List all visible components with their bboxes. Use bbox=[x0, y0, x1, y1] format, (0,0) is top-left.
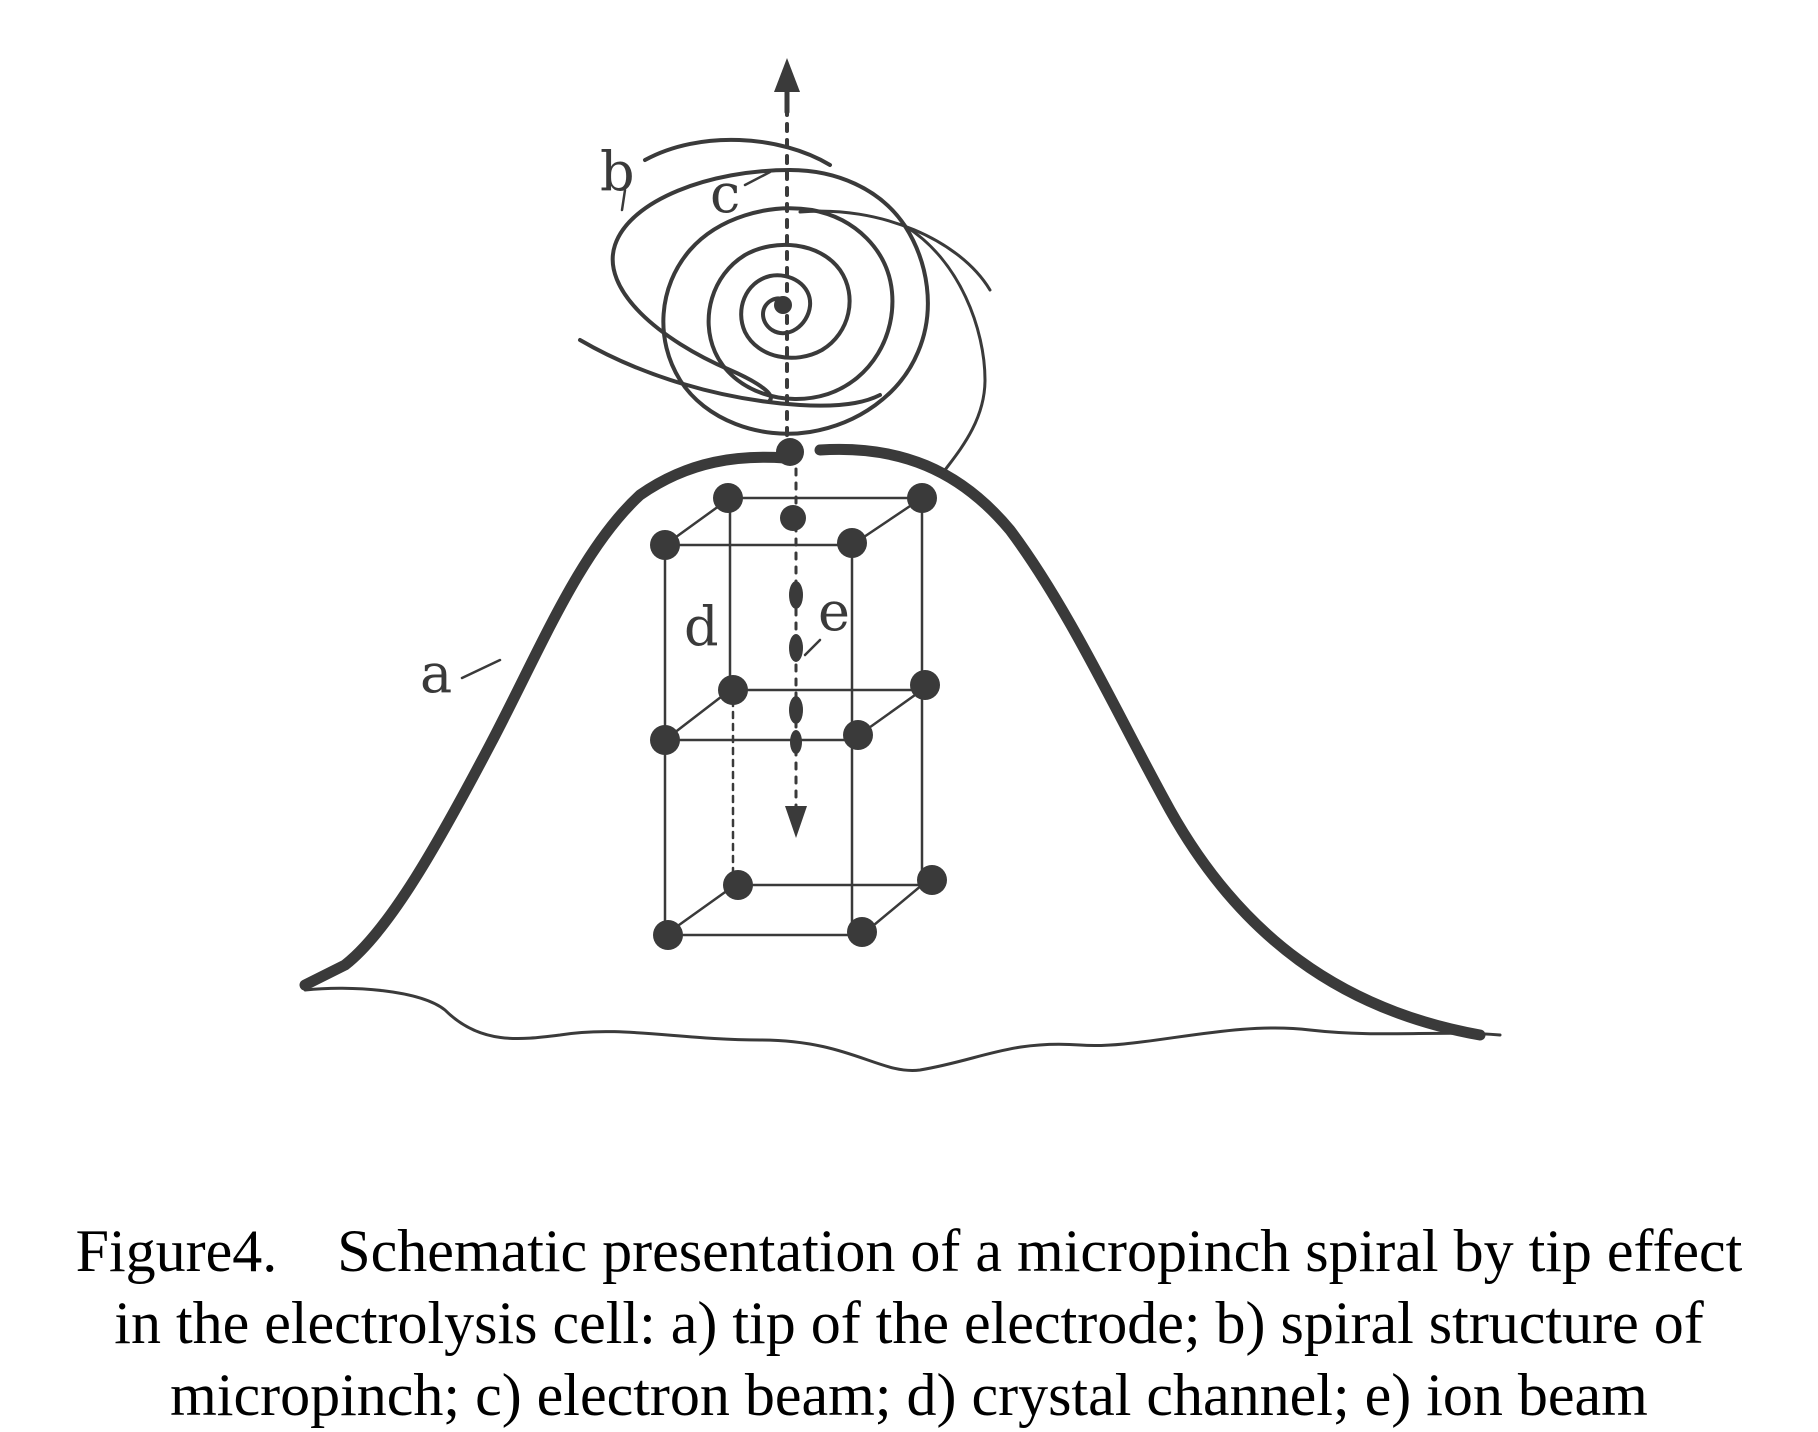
label-c-leader bbox=[743, 170, 772, 187]
crystal-channel-lattice bbox=[663, 496, 924, 937]
lattice-atom bbox=[837, 528, 867, 558]
caption-line-3: micropinch; c) electron beam; d) crystal… bbox=[170, 1362, 1648, 1428]
label-a: a bbox=[420, 642, 452, 705]
ion-particle bbox=[789, 581, 803, 609]
caption-line-1: Figure4. Schematic presentation of a mic… bbox=[75, 1218, 1743, 1284]
lattice-atom bbox=[843, 720, 873, 750]
lattice-atom bbox=[713, 483, 743, 513]
diagram-canvas: a b c d e bbox=[299, 58, 1502, 1072]
electrode-tip-outline bbox=[299, 451, 791, 991]
ion-particle bbox=[789, 696, 803, 724]
lattice-atom bbox=[917, 865, 947, 895]
label-d: d bbox=[684, 595, 719, 658]
lattice-atom bbox=[723, 870, 753, 900]
electrode-base-line bbox=[303, 986, 1502, 1072]
ion-particle bbox=[789, 634, 803, 662]
lattice-atom bbox=[847, 917, 877, 947]
caption-line-2: in the electrolysis cell: a) tip of the … bbox=[114, 1290, 1704, 1356]
spiral-right-arm bbox=[798, 209, 992, 292]
spiral-left-arm bbox=[578, 338, 882, 408]
lattice-atom bbox=[910, 670, 940, 700]
lattice-atom bbox=[650, 530, 680, 560]
micropinch-spiral bbox=[661, 168, 930, 436]
lattice-atom bbox=[653, 920, 683, 950]
lattice-atom bbox=[650, 725, 680, 755]
lattice-atom bbox=[718, 675, 748, 705]
label-b-leader bbox=[620, 188, 627, 212]
tip-atom bbox=[776, 438, 804, 466]
spiral-descending-arm bbox=[903, 224, 987, 472]
figure-caption: Figure4. Schematic presentation of a mic… bbox=[30, 1215, 1788, 1431]
label-c: c bbox=[710, 162, 740, 225]
spiral-top-arm bbox=[643, 137, 832, 167]
ion-particle bbox=[790, 730, 802, 754]
electrode-tip-outline-right bbox=[814, 443, 1486, 1041]
ion-beam-arrow-head bbox=[785, 806, 807, 838]
label-e-leader bbox=[803, 638, 822, 657]
label-b: b bbox=[600, 140, 635, 203]
spiral-outer-arm bbox=[610, 168, 792, 402]
lattice-atom bbox=[907, 483, 937, 513]
label-e: e bbox=[818, 580, 850, 643]
spiral-core bbox=[774, 296, 792, 314]
electron-beam-arrow-head bbox=[774, 58, 800, 92]
micropinch-diagram: a b c d e bbox=[299, 58, 1502, 1072]
label-a-leader bbox=[460, 658, 502, 680]
beam-atom bbox=[780, 505, 806, 531]
